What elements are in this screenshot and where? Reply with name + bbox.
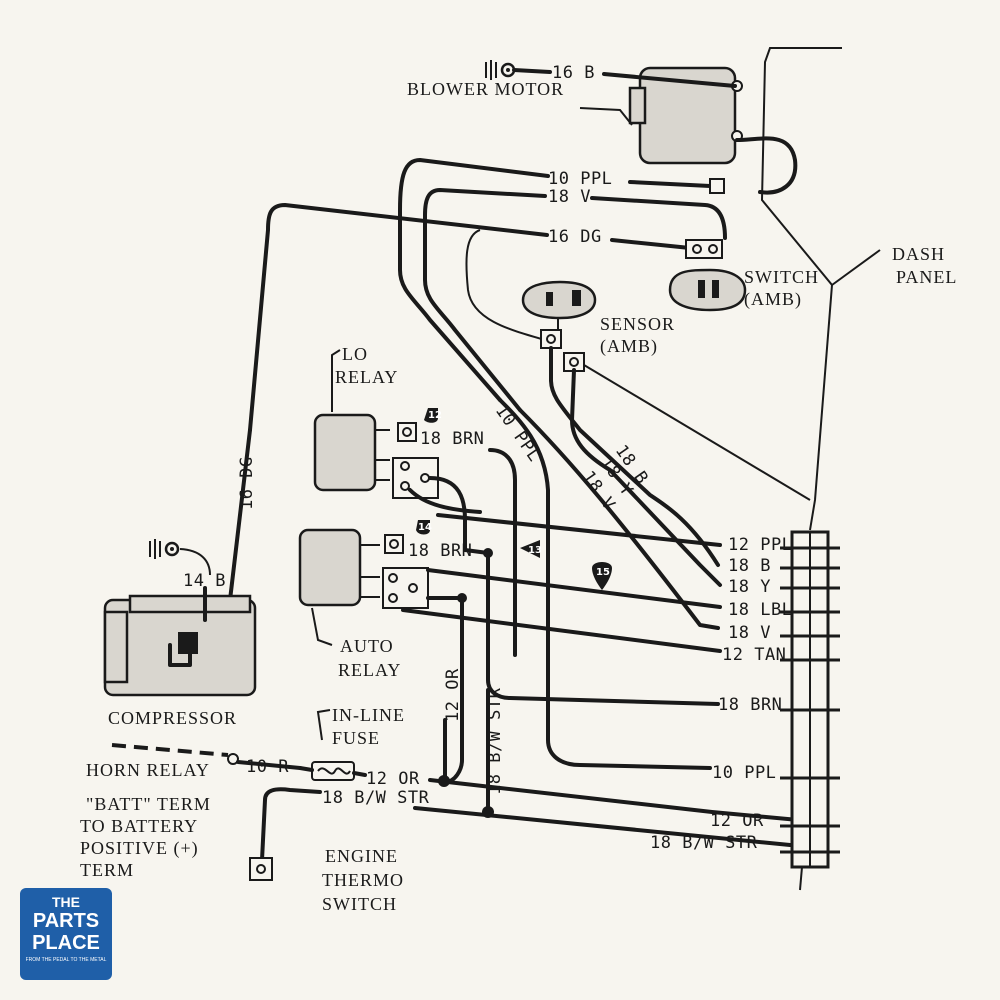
connector-label-12or: 12 OR (710, 811, 764, 831)
callout-13: 13 (520, 540, 542, 558)
label-horn-1: HORN RELAY (86, 760, 210, 780)
connector-label-10ppl: 10 PPL (712, 763, 776, 783)
connector-label-12ppl: 12 PPL (728, 535, 792, 555)
wire-label-12or-fuse: 12 OR (366, 769, 420, 789)
label-horn-2: "BATT" TERM (86, 794, 211, 814)
wire-label-16dg-vertical: 16 DG (237, 456, 257, 510)
label-switch-1: SWITCH (744, 267, 819, 287)
wire-label-18brn-auto: 18 BRN (408, 541, 472, 561)
svg-text:13: 13 (528, 545, 542, 556)
label-horn-5: TERM (80, 860, 134, 880)
label-engine-2: THERMO (322, 870, 404, 890)
ground-icon (149, 539, 180, 559)
auto-relay (298, 528, 429, 646)
label-engine-1: ENGINE (325, 846, 398, 866)
sensor-amb (521, 280, 597, 372)
dash-panel-edge (760, 47, 842, 531)
callout-15: 15 (592, 562, 612, 590)
connector-label-18brn: 18 BRN (718, 695, 782, 715)
wire-label-18brn-lo: 18 BRN (420, 429, 484, 449)
label-inline-fuse-2: FUSE (332, 728, 380, 748)
svg-text:14: 14 (418, 522, 432, 533)
connector-label-18v: 18 V (728, 623, 771, 643)
wire-label-14b: 14 B (183, 571, 226, 591)
switch-amb (668, 268, 747, 312)
ground-icon (485, 60, 516, 80)
the-parts-place-logo: THE PARTS PLACE FROM THE PEDAL TO THE ME… (20, 888, 112, 980)
callout-14: 14 (416, 520, 432, 535)
label-switch-2: (AMB) (744, 289, 802, 310)
label-dash-2: PANEL (896, 267, 957, 287)
label-compressor: COMPRESSOR (108, 708, 237, 728)
compressor (103, 594, 257, 697)
svg-text:12: 12 (428, 410, 442, 421)
inline-fuse (311, 761, 355, 781)
dash-panel-leader (831, 249, 881, 286)
label-blower-motor: BLOWER MOTOR (407, 79, 564, 99)
label-lo-relay-1: LO (342, 344, 368, 364)
label-lo-relay-2: RELAY (335, 367, 398, 387)
lo-relay (313, 349, 439, 499)
wire-label-10ppl-diag: 10 PPL (491, 401, 544, 465)
wire-label-18v-top: 18 V (548, 187, 591, 207)
label-horn-4: POSITIVE (+) (80, 838, 199, 859)
connector-label-12tan: 12 TAN (722, 645, 786, 665)
label-horn-3: TO BATTERY (80, 816, 198, 836)
wire-label-10ppl-top: 10 PPL (548, 169, 612, 189)
connector-label-18lbl: 18 LBL (728, 600, 792, 620)
label-dash-1: DASH (892, 244, 945, 264)
label-auto-relay-2: RELAY (338, 660, 401, 680)
connector-block (780, 530, 840, 891)
wire-label-18bw-bottom: 18 B/W STR (322, 788, 430, 808)
label-sensor-1: SENSOR (600, 314, 675, 334)
wire-label-16b: 16 B (552, 63, 595, 83)
label-engine-3: SWITCH (322, 894, 397, 914)
connector-label-18b: 18 B (728, 556, 771, 576)
label-auto-relay-1: AUTO (340, 636, 394, 656)
svg-text:15: 15 (596, 567, 610, 578)
connector-label-18y: 18 Y (728, 577, 771, 597)
callout-12: 12 (424, 408, 442, 423)
label-inline-fuse-1: IN-LINE (332, 705, 405, 725)
blower-motor (628, 66, 743, 165)
label-sensor-2: (AMB) (600, 336, 658, 357)
connector-label-18bw: 18 B/W STR (650, 833, 758, 853)
wire-label-12or-vertical: 12 OR (443, 668, 463, 722)
wire-label-10r: 10 R (246, 757, 289, 777)
wire-label-16dg-top: 16 DG (548, 227, 602, 247)
wire-label-18bw-vertical: 18 B/W STR (485, 687, 505, 795)
